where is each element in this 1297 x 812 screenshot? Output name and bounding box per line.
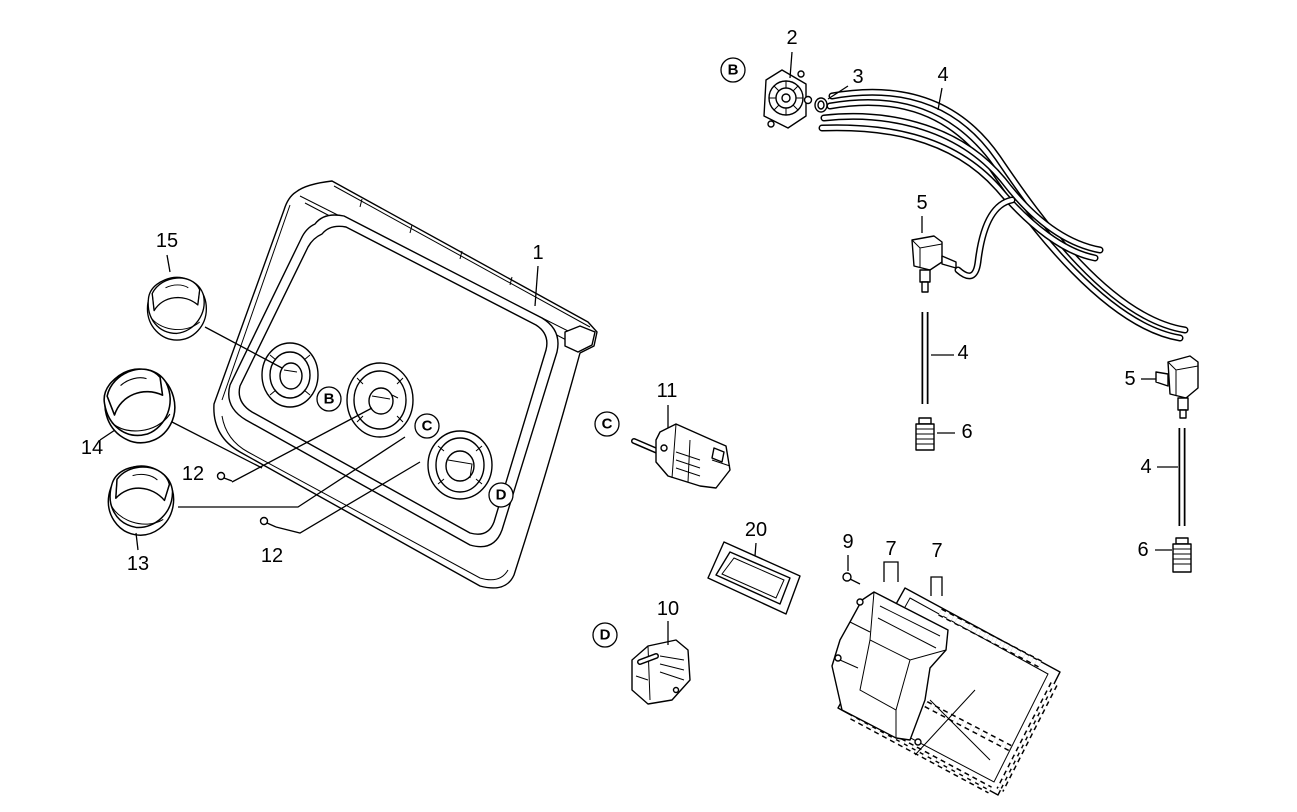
panel-bezel-left: [261, 342, 319, 408]
pressure-switch: [763, 69, 813, 129]
screw-lower: [259, 516, 277, 528]
panel-bezel-middle: [346, 362, 414, 438]
panel-leader-lines: [99, 254, 539, 551]
callout-screw-upper: 12: [182, 463, 204, 485]
panel-ref-d: D: [488, 482, 514, 508]
pressure-switch-ref-text: B: [728, 62, 739, 79]
callout-screw-lower: 12: [261, 545, 283, 567]
callout-knob-lower: 13: [127, 553, 149, 575]
callout-valve-right: 5: [1124, 368, 1135, 390]
switch-upper-ref-text: C: [602, 416, 613, 433]
pressure-switch-ref-b: B: [720, 57, 746, 83]
knob-lower: [102, 460, 180, 542]
o-ring: [814, 97, 828, 113]
callout-screw-board: 9: [842, 531, 853, 553]
callout-hose-middle: 4: [957, 342, 968, 364]
parts-leader-lines: [667, 51, 1178, 645]
board-callout-brackets: [883, 561, 943, 596]
panel-ref-b-text: B: [324, 391, 335, 408]
callout-hose-right: 4: [1140, 456, 1151, 478]
callout-filter-right: 6: [1137, 539, 1148, 561]
callout-board-left: 7: [885, 538, 896, 560]
callout-valve-middle: 5: [916, 192, 927, 214]
callout-switch-lower: 10: [657, 598, 679, 620]
knob-upper: [146, 276, 208, 341]
callout-board-right: 7: [931, 540, 942, 562]
callout-knob-middle: 14: [81, 437, 103, 459]
panel-ref-d-text: D: [496, 487, 507, 504]
screw-board: [842, 572, 861, 585]
filter-right: [1172, 537, 1192, 573]
panel-ref-b: B: [316, 386, 342, 412]
electronic-board: [831, 587, 1061, 796]
display-window: [707, 541, 801, 615]
screw-upper: [216, 471, 233, 482]
rotary-switch-upper: [631, 423, 731, 489]
callout-filter-middle: 6: [961, 421, 972, 443]
valve-right: [1155, 355, 1199, 419]
callout-o-ring: 3: [852, 66, 863, 88]
knob-middle: [96, 360, 184, 452]
callout-knob-upper: 15: [156, 230, 178, 252]
callout-switch-upper: 11: [657, 380, 678, 402]
callout-panel: 1: [532, 242, 543, 264]
filter-middle: [915, 417, 935, 451]
callout-pressure-switch: 2: [786, 27, 797, 49]
switch-lower-ref-text: D: [600, 627, 611, 644]
panel-bezel-right: [427, 430, 493, 500]
callout-window: 20: [745, 519, 767, 541]
hose-bundle-upper: [818, 88, 1189, 342]
panel-ref-c: C: [414, 413, 440, 439]
panel-ref-c-text: C: [422, 418, 433, 435]
callout-hose-upper: 4: [937, 64, 948, 86]
switch-upper-ref-c: C: [594, 411, 620, 437]
valve-middle: [911, 235, 957, 293]
rotary-switch-lower: [631, 639, 691, 705]
switch-lower-ref-d: D: [592, 622, 618, 648]
